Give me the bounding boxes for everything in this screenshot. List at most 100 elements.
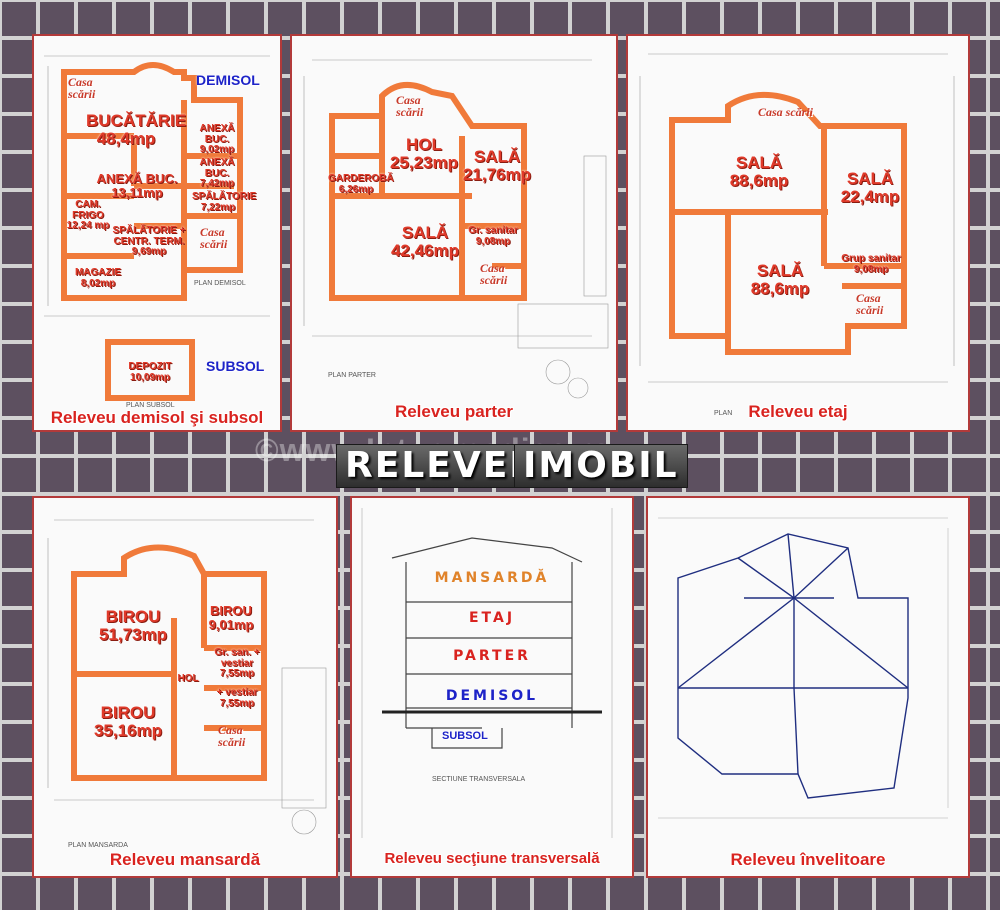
background-tile	[990, 192, 1000, 226]
background-tile	[914, 2, 948, 36]
stair-label: Casa scării	[758, 105, 814, 119]
panel-mansarda[interactable]: BIROU 51,73mp BIROU 9,01mp Gr. san. + ve…	[32, 496, 338, 878]
background-tile	[2, 78, 36, 112]
background-tile	[724, 2, 758, 36]
background-tile	[876, 458, 910, 492]
background-tile	[268, 2, 302, 36]
background-tile	[990, 78, 1000, 112]
background-tile	[2, 268, 36, 302]
background-tile	[496, 876, 530, 910]
background-tile	[990, 762, 1000, 796]
panel-invelitoare[interactable]: Releveu învelitoare	[646, 496, 970, 878]
level-subsol: SUBSOL	[442, 730, 488, 742]
room-bucatarie: BUCĂTĂRIE 48,4mp	[86, 111, 187, 148]
background-tile	[952, 2, 986, 36]
background-tile	[990, 268, 1000, 302]
floorplan-parter	[292, 36, 616, 430]
background-tile	[192, 876, 226, 910]
background-tile	[306, 458, 340, 492]
room-vestiar: + vestiar 7,55mp	[216, 687, 258, 709]
background-tile	[762, 2, 796, 36]
background-tile	[2, 2, 36, 36]
room-garderoba: GARDEROBĂ 6,26mp	[328, 173, 394, 195]
background-tile	[990, 420, 1000, 454]
plan-note-demisol: PLAN DEMISOL	[194, 280, 246, 287]
panel-parter[interactable]: Casa scării HOL 25,23mp SALĂ 21,76mp GAR…	[290, 34, 618, 432]
room-sala-2: SALĂ 42,46mp	[390, 223, 460, 260]
background-tile	[420, 2, 454, 36]
background-tile	[762, 458, 796, 492]
background-tile	[838, 2, 872, 36]
room-birou-2: BIROU 9,01mp	[208, 603, 254, 632]
background-tile	[952, 876, 986, 910]
background-tile	[2, 762, 36, 796]
room-spalatorie-2: SPĂLĂTORIE + CENTR. TERM. 9,69mp	[112, 225, 186, 257]
caption-demisol: Releveu demisol şi subsol	[50, 408, 264, 427]
background-tile	[116, 876, 150, 910]
background-tile	[40, 2, 74, 36]
background-tile	[686, 2, 720, 36]
room-grup-sanitar: Grup sanitar 9,08mp	[841, 253, 901, 275]
background-tile	[458, 2, 492, 36]
background-tile	[496, 2, 530, 36]
caption-invelitoare: Releveu învelitoare	[730, 850, 886, 869]
background-tile	[2, 572, 36, 606]
room-sala-1: SALĂ 21,76mp	[462, 147, 532, 184]
background-tile	[268, 876, 302, 910]
background-tile	[838, 458, 872, 492]
background-tile	[914, 458, 948, 492]
background-tile	[382, 2, 416, 36]
stair-label: Casa scării	[396, 93, 424, 119]
background-tile	[344, 2, 378, 36]
panel-etaj[interactable]: Casa scării SALĂ 88,6mp SALĂ 22,4mp SALĂ…	[626, 34, 970, 432]
background-tile	[990, 572, 1000, 606]
background-tile	[990, 382, 1000, 416]
background-tile	[154, 458, 188, 492]
level-mansarda: MANSARDĂ	[434, 570, 550, 586]
background-tile	[458, 876, 492, 910]
background-tile	[800, 458, 834, 492]
background-tile	[192, 458, 226, 492]
background-tile	[610, 876, 644, 910]
level-label-subsol: SUBSOL	[206, 358, 265, 374]
background-tile	[116, 458, 150, 492]
background-tile	[2, 40, 36, 74]
panel-demisol[interactable]: DEMISOL Casa scării BUCĂTĂRIE 48,4mp ANE…	[32, 34, 282, 432]
background-tile	[610, 2, 644, 36]
room-anexa-2: ANEXĂ BUC. 7,42mp	[199, 157, 235, 189]
background-tile	[40, 876, 74, 910]
roof-drawing	[648, 498, 968, 876]
room-gr-sanitar: Gr. sanitar 9,08mp	[468, 225, 518, 247]
background-tile	[800, 876, 834, 910]
background-tile	[990, 534, 1000, 568]
stair-label: Casa scării	[68, 75, 96, 101]
background-tile	[268, 458, 302, 492]
floorplan-demisol	[34, 36, 280, 430]
caption-parter: Releveu parter	[394, 402, 514, 421]
background-tile	[762, 876, 796, 910]
background-tile	[2, 876, 36, 910]
background-tile	[686, 876, 720, 910]
background-tile	[990, 838, 1000, 872]
background-tile	[990, 306, 1000, 340]
background-tile	[990, 800, 1000, 834]
caption-sectiune: Releveu secţiune transversală	[384, 850, 600, 867]
level-parter: PARTER	[453, 648, 531, 664]
background-tile	[2, 534, 36, 568]
background-tile	[648, 876, 682, 910]
background-tile	[154, 2, 188, 36]
background-tile	[78, 458, 112, 492]
background-tile	[230, 2, 264, 36]
plan-note-etaj: PLAN	[714, 410, 733, 417]
background-tile	[990, 2, 1000, 36]
plan-note-sectiune: SECTIUNE TRANSVERSALA	[432, 776, 526, 783]
background-tile	[2, 382, 36, 416]
banner-title-imobil: IMOBIL	[514, 444, 688, 488]
panel-sectiune[interactable]: MANSARDĂ ETAJ PARTER DEMISOL SUBSOL SECT…	[350, 496, 634, 878]
background-tile	[990, 344, 1000, 378]
background-tile	[990, 610, 1000, 644]
background-tile	[838, 876, 872, 910]
background-tile	[990, 230, 1000, 264]
background-tile	[876, 876, 910, 910]
background-tile	[990, 154, 1000, 188]
